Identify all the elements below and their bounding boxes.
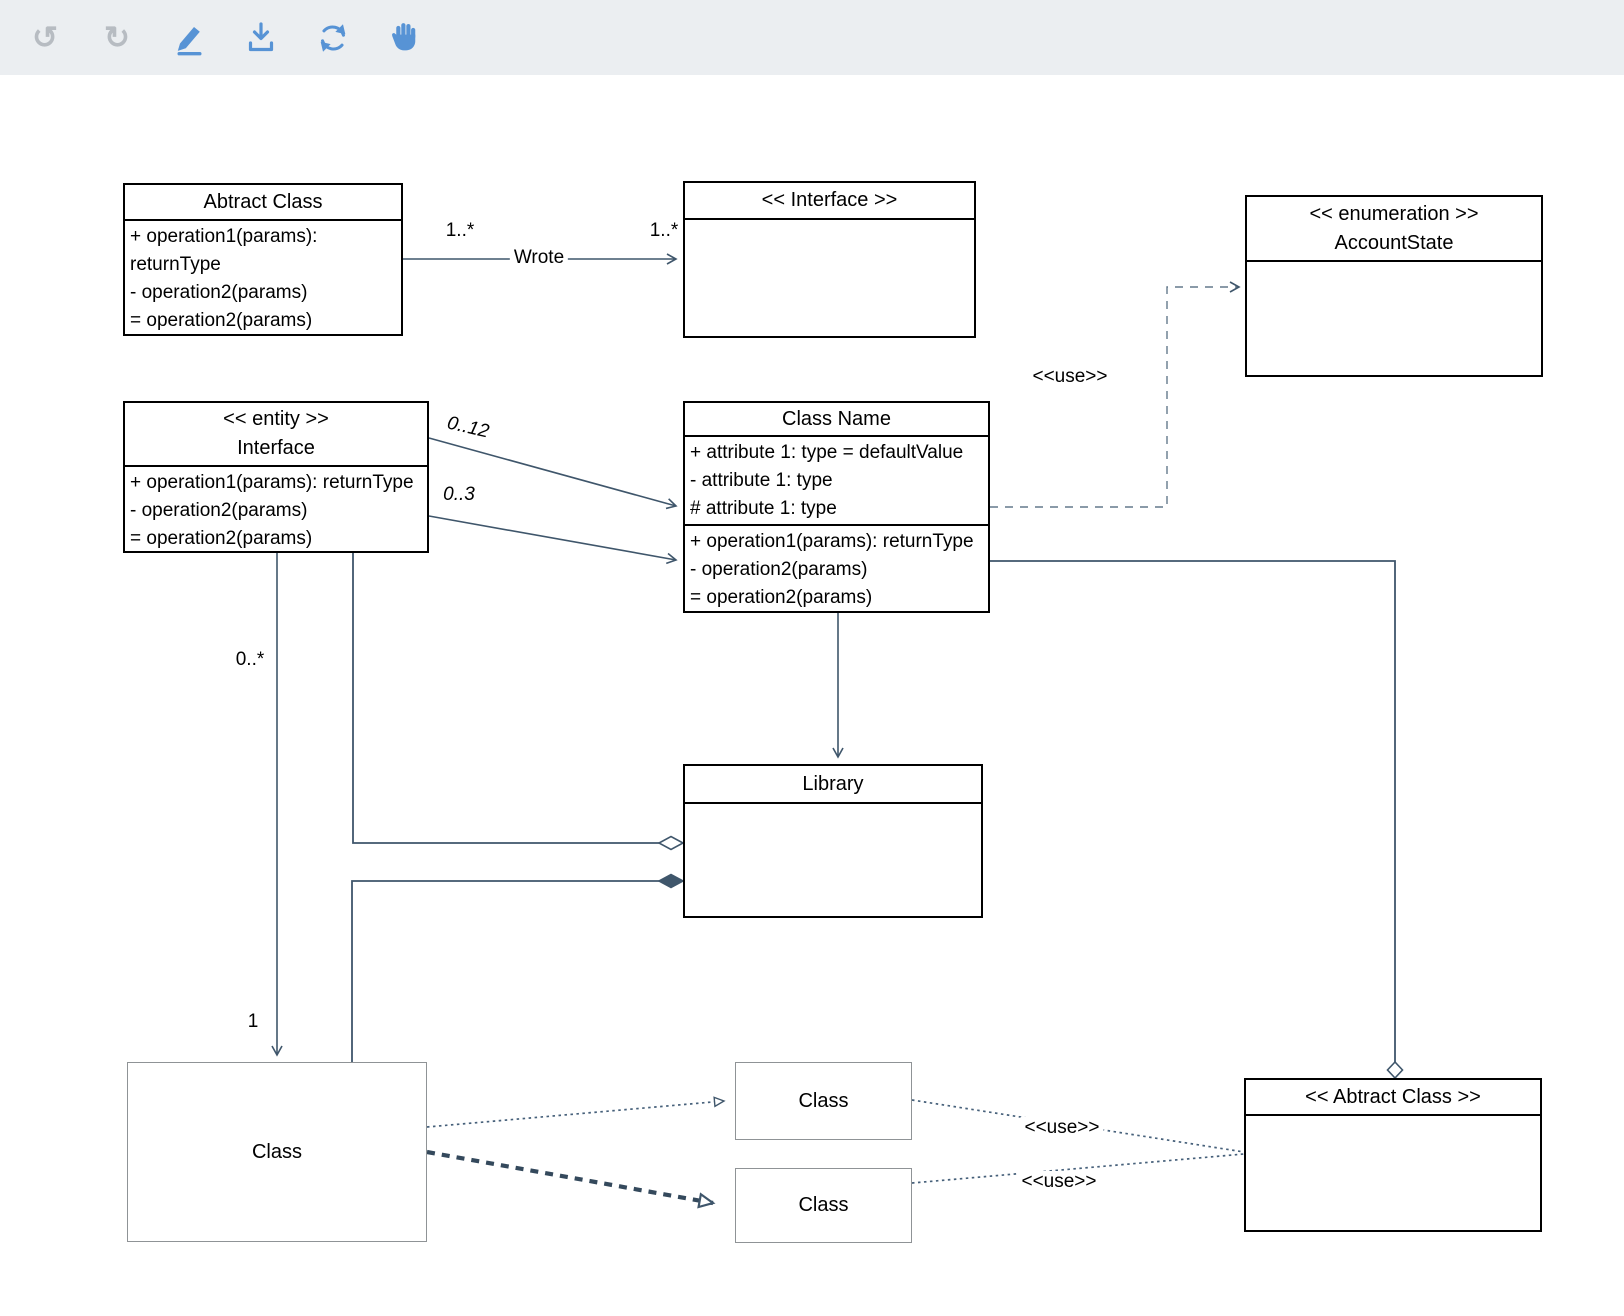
class-title: Library: [685, 766, 981, 804]
attribute-line: + attribute 1: type = defaultValue: [690, 442, 964, 463]
class-box-enumeration[interactable]: << enumeration >> AccountState: [1245, 195, 1543, 377]
redo-button[interactable]: ↻: [98, 16, 136, 60]
classname-abstract-line[interactable]: [990, 560, 1396, 1062]
class-box-abstract-top[interactable]: Abtract Class + operation1(params): retu…: [123, 183, 403, 336]
class-title: << entity >> Interface: [125, 403, 427, 467]
class-name-label: Class: [798, 1089, 849, 1112]
class-title: << Interface >>: [685, 183, 974, 220]
operations-compartment: + operation1(params): returnType - opera…: [125, 221, 401, 335]
toolbar: ↺ ↻: [0, 0, 1624, 75]
class-name-label: Class: [798, 1194, 849, 1216]
use-enumeration-dashed-line[interactable]: [990, 281, 1241, 508]
operation-line: - operation2(params): [690, 559, 868, 580]
diagram-canvas: Abtract Class + operation1(params): retu…: [0, 75, 1624, 1316]
class-box-mid-upper[interactable]: Class: [735, 1062, 912, 1140]
entity-library-aggregation-line[interactable]: [352, 553, 659, 844]
pencil-edit-icon: [177, 26, 202, 55]
download-button[interactable]: [242, 16, 280, 60]
use-stereotype-label[interactable]: <<use>>: [1017, 1171, 1101, 1193]
operations-compartment: + operation1(params): returnType - opera…: [685, 526, 988, 612]
attribute-line: - attribute 1: type: [690, 470, 833, 491]
operation-line: + operation1(params): returnType: [690, 531, 974, 552]
operation-line: = operation2(params): [690, 587, 873, 608]
class-box-interface-top[interactable]: << Interface >>: [683, 181, 976, 338]
aggregation-diamond-top: [1386, 1060, 1404, 1080]
entity-classname-line-0-3[interactable]: [428, 515, 678, 565]
operations-compartment: + operation1(params): returnType - opera…: [125, 467, 427, 553]
class-dotted-dependency-upper[interactable]: [426, 1096, 726, 1128]
aggregation-diamond-library: [657, 835, 685, 851]
attributes-compartment: + attribute 1: type = defaultValue - att…: [685, 437, 988, 526]
use-stereotype-label[interactable]: <<use>>: [1020, 1117, 1104, 1139]
attribute-line: # attribute 1: type: [690, 498, 837, 519]
operation-line: + operation1(params): returnType: [130, 226, 318, 275]
undo-icon: ↺: [32, 20, 58, 55]
connector-layer: [271, 253, 1404, 1209]
operation-line: - operation2(params): [130, 282, 308, 303]
operation-line: = operation2(params): [130, 310, 313, 331]
operation-line: = operation2(params): [130, 528, 313, 549]
class-library-composition-line[interactable]: [351, 880, 659, 1062]
multiplicity-label[interactable]: 1: [247, 1011, 259, 1032]
pan-button[interactable]: [386, 16, 424, 60]
class-box-class-name[interactable]: Class Name + attribute 1: type = default…: [683, 401, 990, 613]
stereotype-label: << enumeration >>: [1309, 202, 1479, 225]
sync-icon: [320, 23, 346, 52]
multiplicity-label[interactable]: 0..3: [443, 484, 475, 505]
multiplicity-label[interactable]: 1..*: [445, 220, 475, 241]
undo-button[interactable]: ↺: [26, 16, 64, 60]
class-name-label: Class: [251, 1140, 302, 1163]
class-box-library[interactable]: Library: [683, 764, 983, 918]
multiplicity-label[interactable]: 0..*: [235, 649, 265, 670]
use-stereotype-label[interactable]: <<use>>: [1032, 366, 1108, 387]
sync-button[interactable]: [314, 16, 352, 60]
association-name-label[interactable]: Wrote: [509, 247, 569, 269]
redo-icon: ↻: [104, 20, 130, 55]
class-title: Class Name: [685, 403, 988, 437]
operation-line: + operation1(params): returnType: [130, 472, 414, 493]
class-box-entity-interface[interactable]: << entity >> Interface + operation1(para…: [123, 401, 429, 553]
class-box-abstract-bottom[interactable]: << Abtract Class >>: [1244, 1078, 1542, 1232]
class-box-mid-lower[interactable]: Class: [735, 1168, 912, 1243]
class-dashed-dependency-lower[interactable]: [426, 1149, 716, 1209]
entity-classname-line-0-12[interactable]: [428, 437, 678, 510]
stereotype-label: << entity >>: [223, 408, 329, 430]
class-title: << enumeration >> AccountState: [1247, 197, 1541, 262]
use-line-lower[interactable]: [911, 1153, 1245, 1184]
class-title: << Abtract Class >>: [1246, 1080, 1540, 1116]
class-name-label: AccountState: [1334, 231, 1454, 254]
class-title: Abtract Class: [125, 185, 401, 221]
composition-diamond-library: [657, 873, 685, 889]
edit-button[interactable]: [170, 16, 208, 60]
operation-line: - operation2(params): [130, 500, 308, 521]
download-icon: [248, 21, 274, 51]
class-box-bottom-left[interactable]: Class: [127, 1062, 427, 1242]
multiplicity-label[interactable]: 1..*: [649, 220, 679, 241]
hand-pan-icon: [392, 22, 416, 50]
class-name-label: Interface: [237, 437, 315, 459]
